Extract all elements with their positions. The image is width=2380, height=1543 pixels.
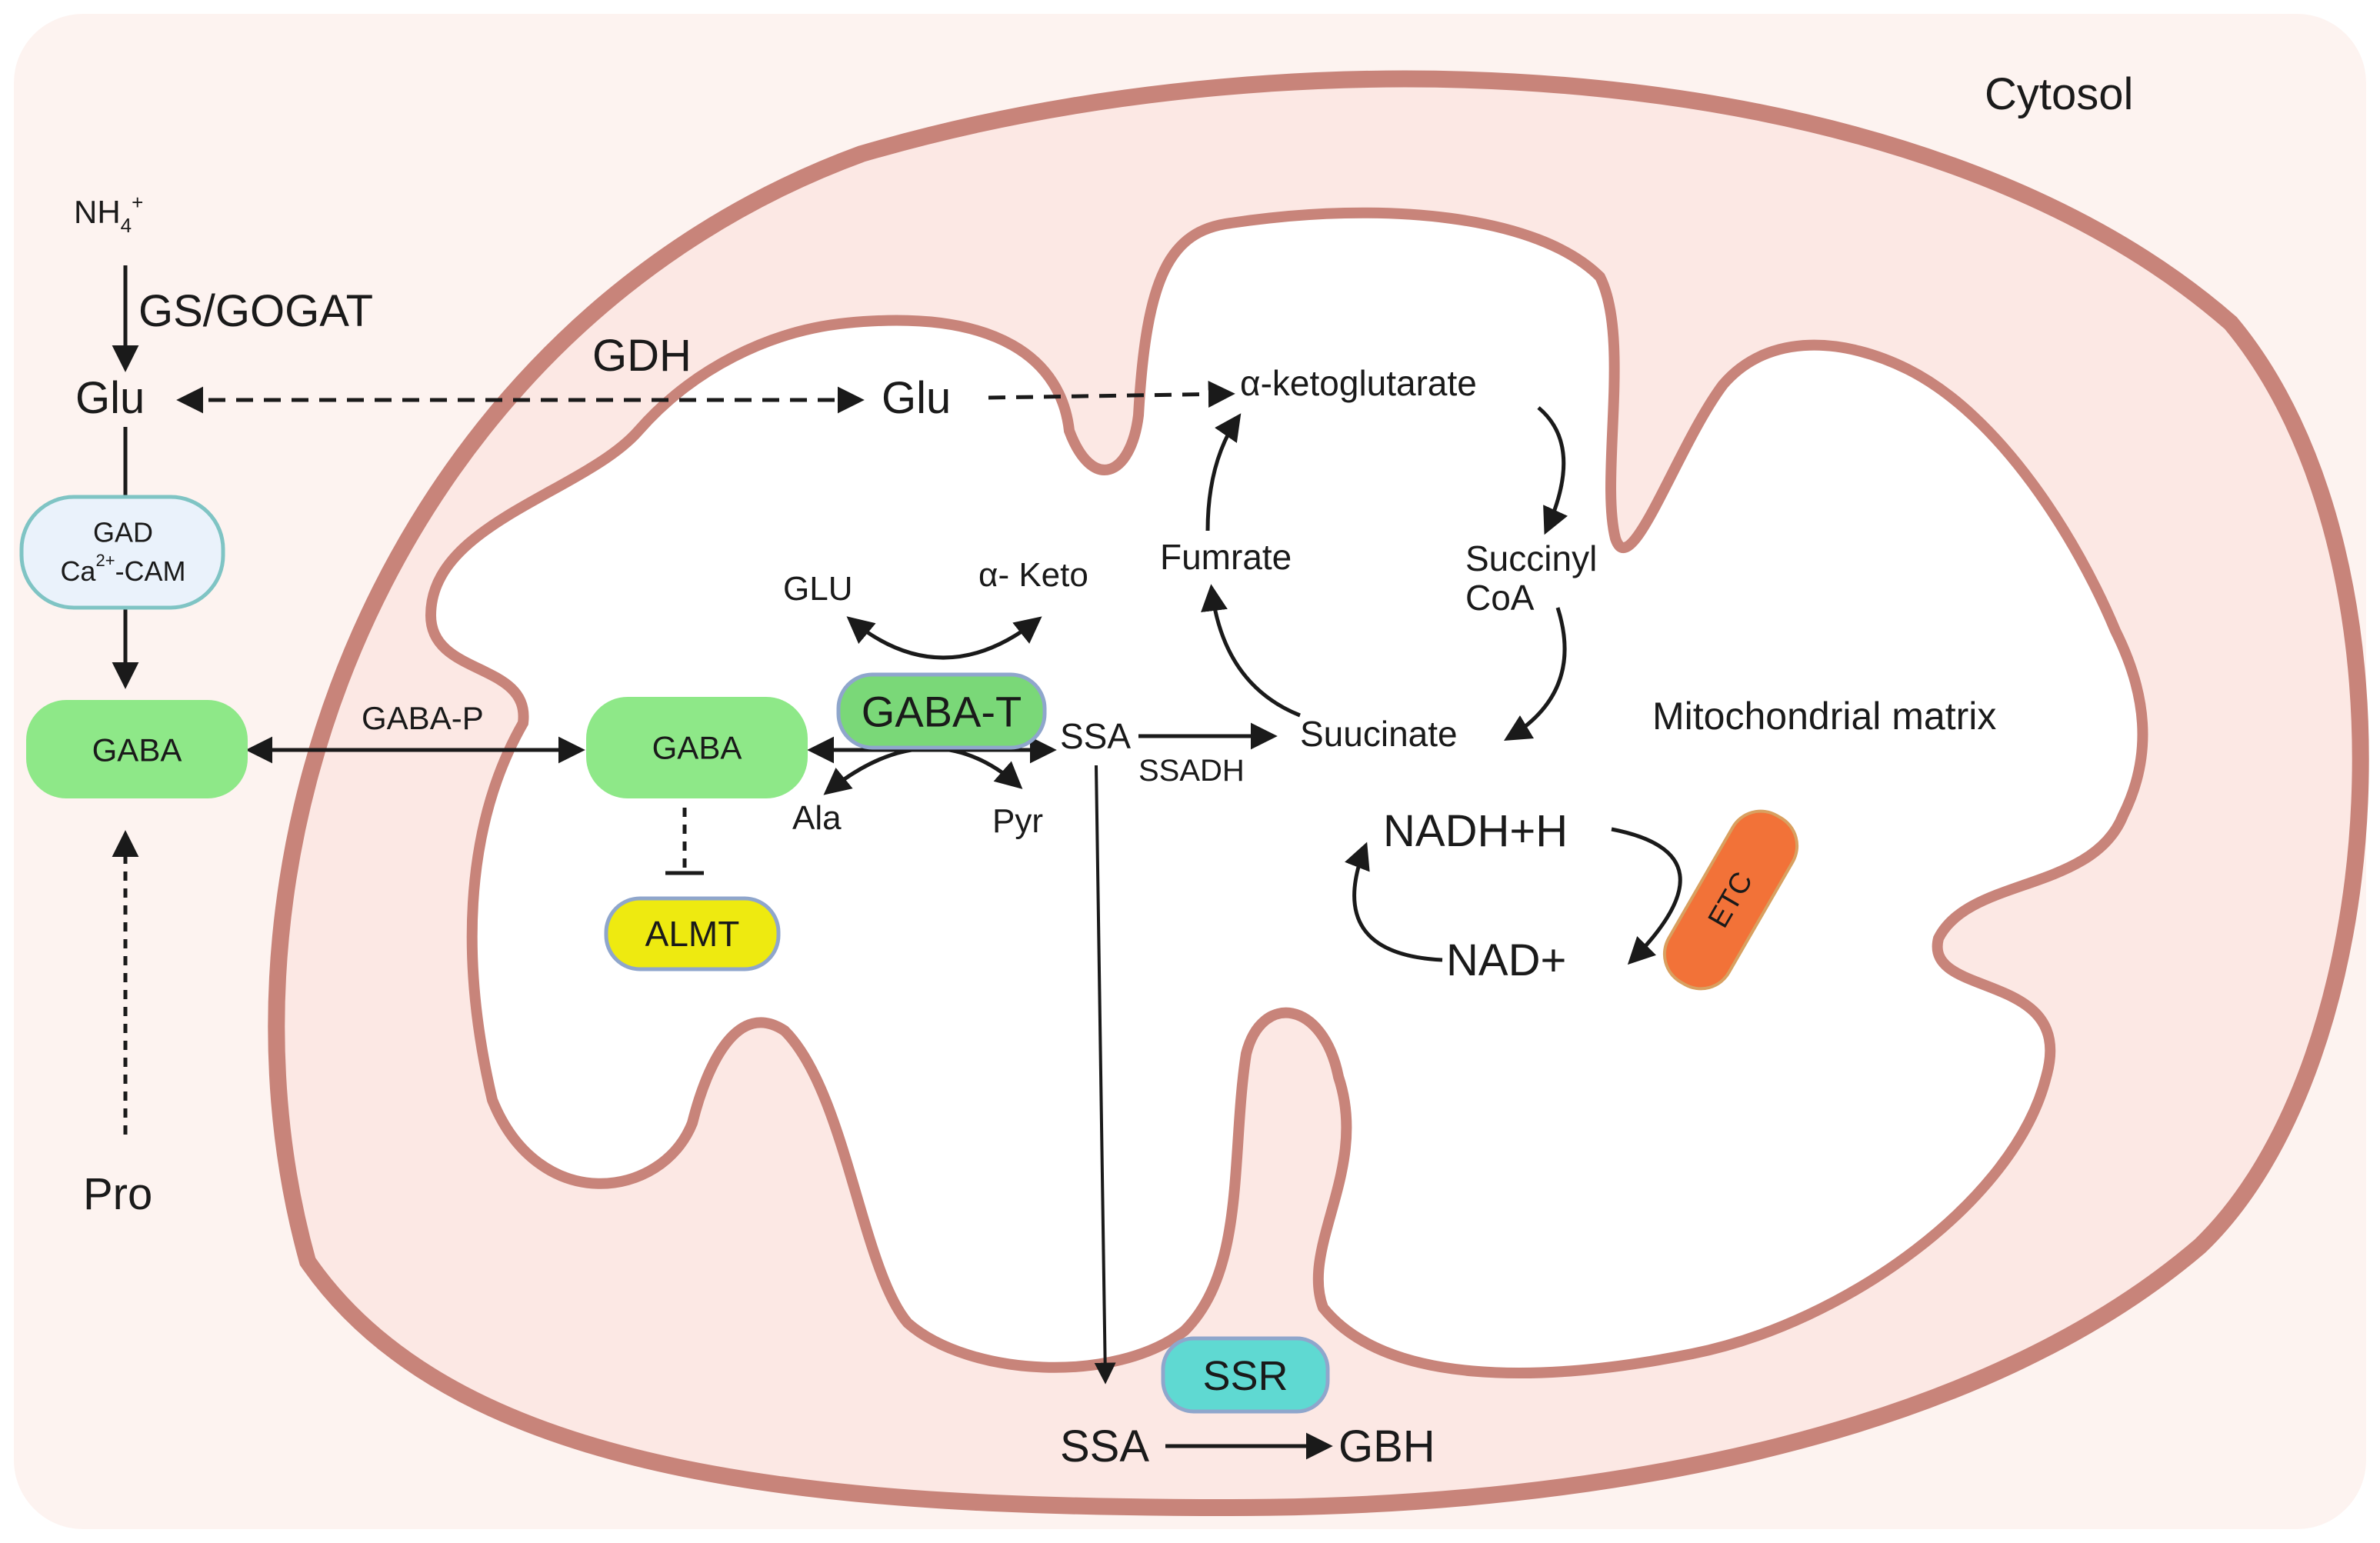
matrix-label: Mitochondrial matrix [1652,695,1996,738]
arrow-succinyl-to-succinate [1503,607,1567,742]
cytosol-label: Cytosol [1985,69,2133,119]
arrow-glu-aketo-curve [846,616,1042,660]
ssa-bottom-label: SSA [1060,1421,1149,1471]
nh4-label: NH4+ [74,191,143,237]
arrow-succinate-to-fumarate [1201,584,1301,718]
succinyl-label-line1: Succinyl [1465,538,1597,578]
ala-label: Ala [792,799,842,837]
gaba-t-label: GABA-T [862,688,1022,736]
gaba-cytosol-label: GABA [92,732,182,768]
glu-mito-label: Glu [882,373,951,423]
gad-box: GAD Ca2+-CAM [19,495,225,610]
ssr-box: SSR [1161,1336,1330,1414]
arrow-fumarate-to-akg [1205,413,1242,532]
glu-upper-label: GLU [783,570,852,608]
mitochondrion-inner-membrane [425,207,2148,1378]
arrow-glu-to-akg [988,380,1235,408]
gdh-label: GDH [592,331,692,381]
etc-box: ETC [1662,809,1799,991]
nadh-label: NADH+H [1383,806,1568,856]
pro-label: Pro [83,1169,152,1219]
gad-label-line1: GAD [93,517,153,548]
gad-label-line2: Ca2+-CAM [60,551,185,587]
arrow-nadh-to-nad [1611,827,1682,965]
arrow-nad-to-nadh [1345,841,1443,962]
akg-label: α-ketoglutarate [1240,363,1477,403]
gaba-mito-box: GABA [586,697,808,798]
succinyl-label-line2: CoA [1465,578,1535,618]
almt-box: ALMT [604,896,781,971]
a-keto-label: α- Keto [978,556,1088,594]
arrow-akg-to-succinyl [1537,406,1568,535]
gaba-p-label: GABA-P [362,700,484,736]
gs-gogat-label: GS/GOGAT [138,286,373,336]
ssa-mito-label: SSA [1060,716,1131,756]
gaba-t-box: GABA-T [836,672,1047,750]
almt-label: ALMT [645,914,740,954]
nad-label: NAD+ [1446,935,1566,985]
glu-cytosol-label: Glu [75,373,145,423]
fumarate-label: Fumrate [1160,537,1292,577]
arrow-ssa-down [1094,765,1116,1385]
pyr-label: Pyr [992,802,1043,840]
ssr-label: SSR [1202,1353,1288,1399]
gaba-mito-label: GABA [652,730,742,766]
succinate-label: Suucinate [1300,714,1458,754]
ssadh-label: SSADH [1138,754,1245,788]
gbh-label: GBH [1338,1421,1435,1471]
gaba-cytosol-box: GABA [26,700,248,798]
